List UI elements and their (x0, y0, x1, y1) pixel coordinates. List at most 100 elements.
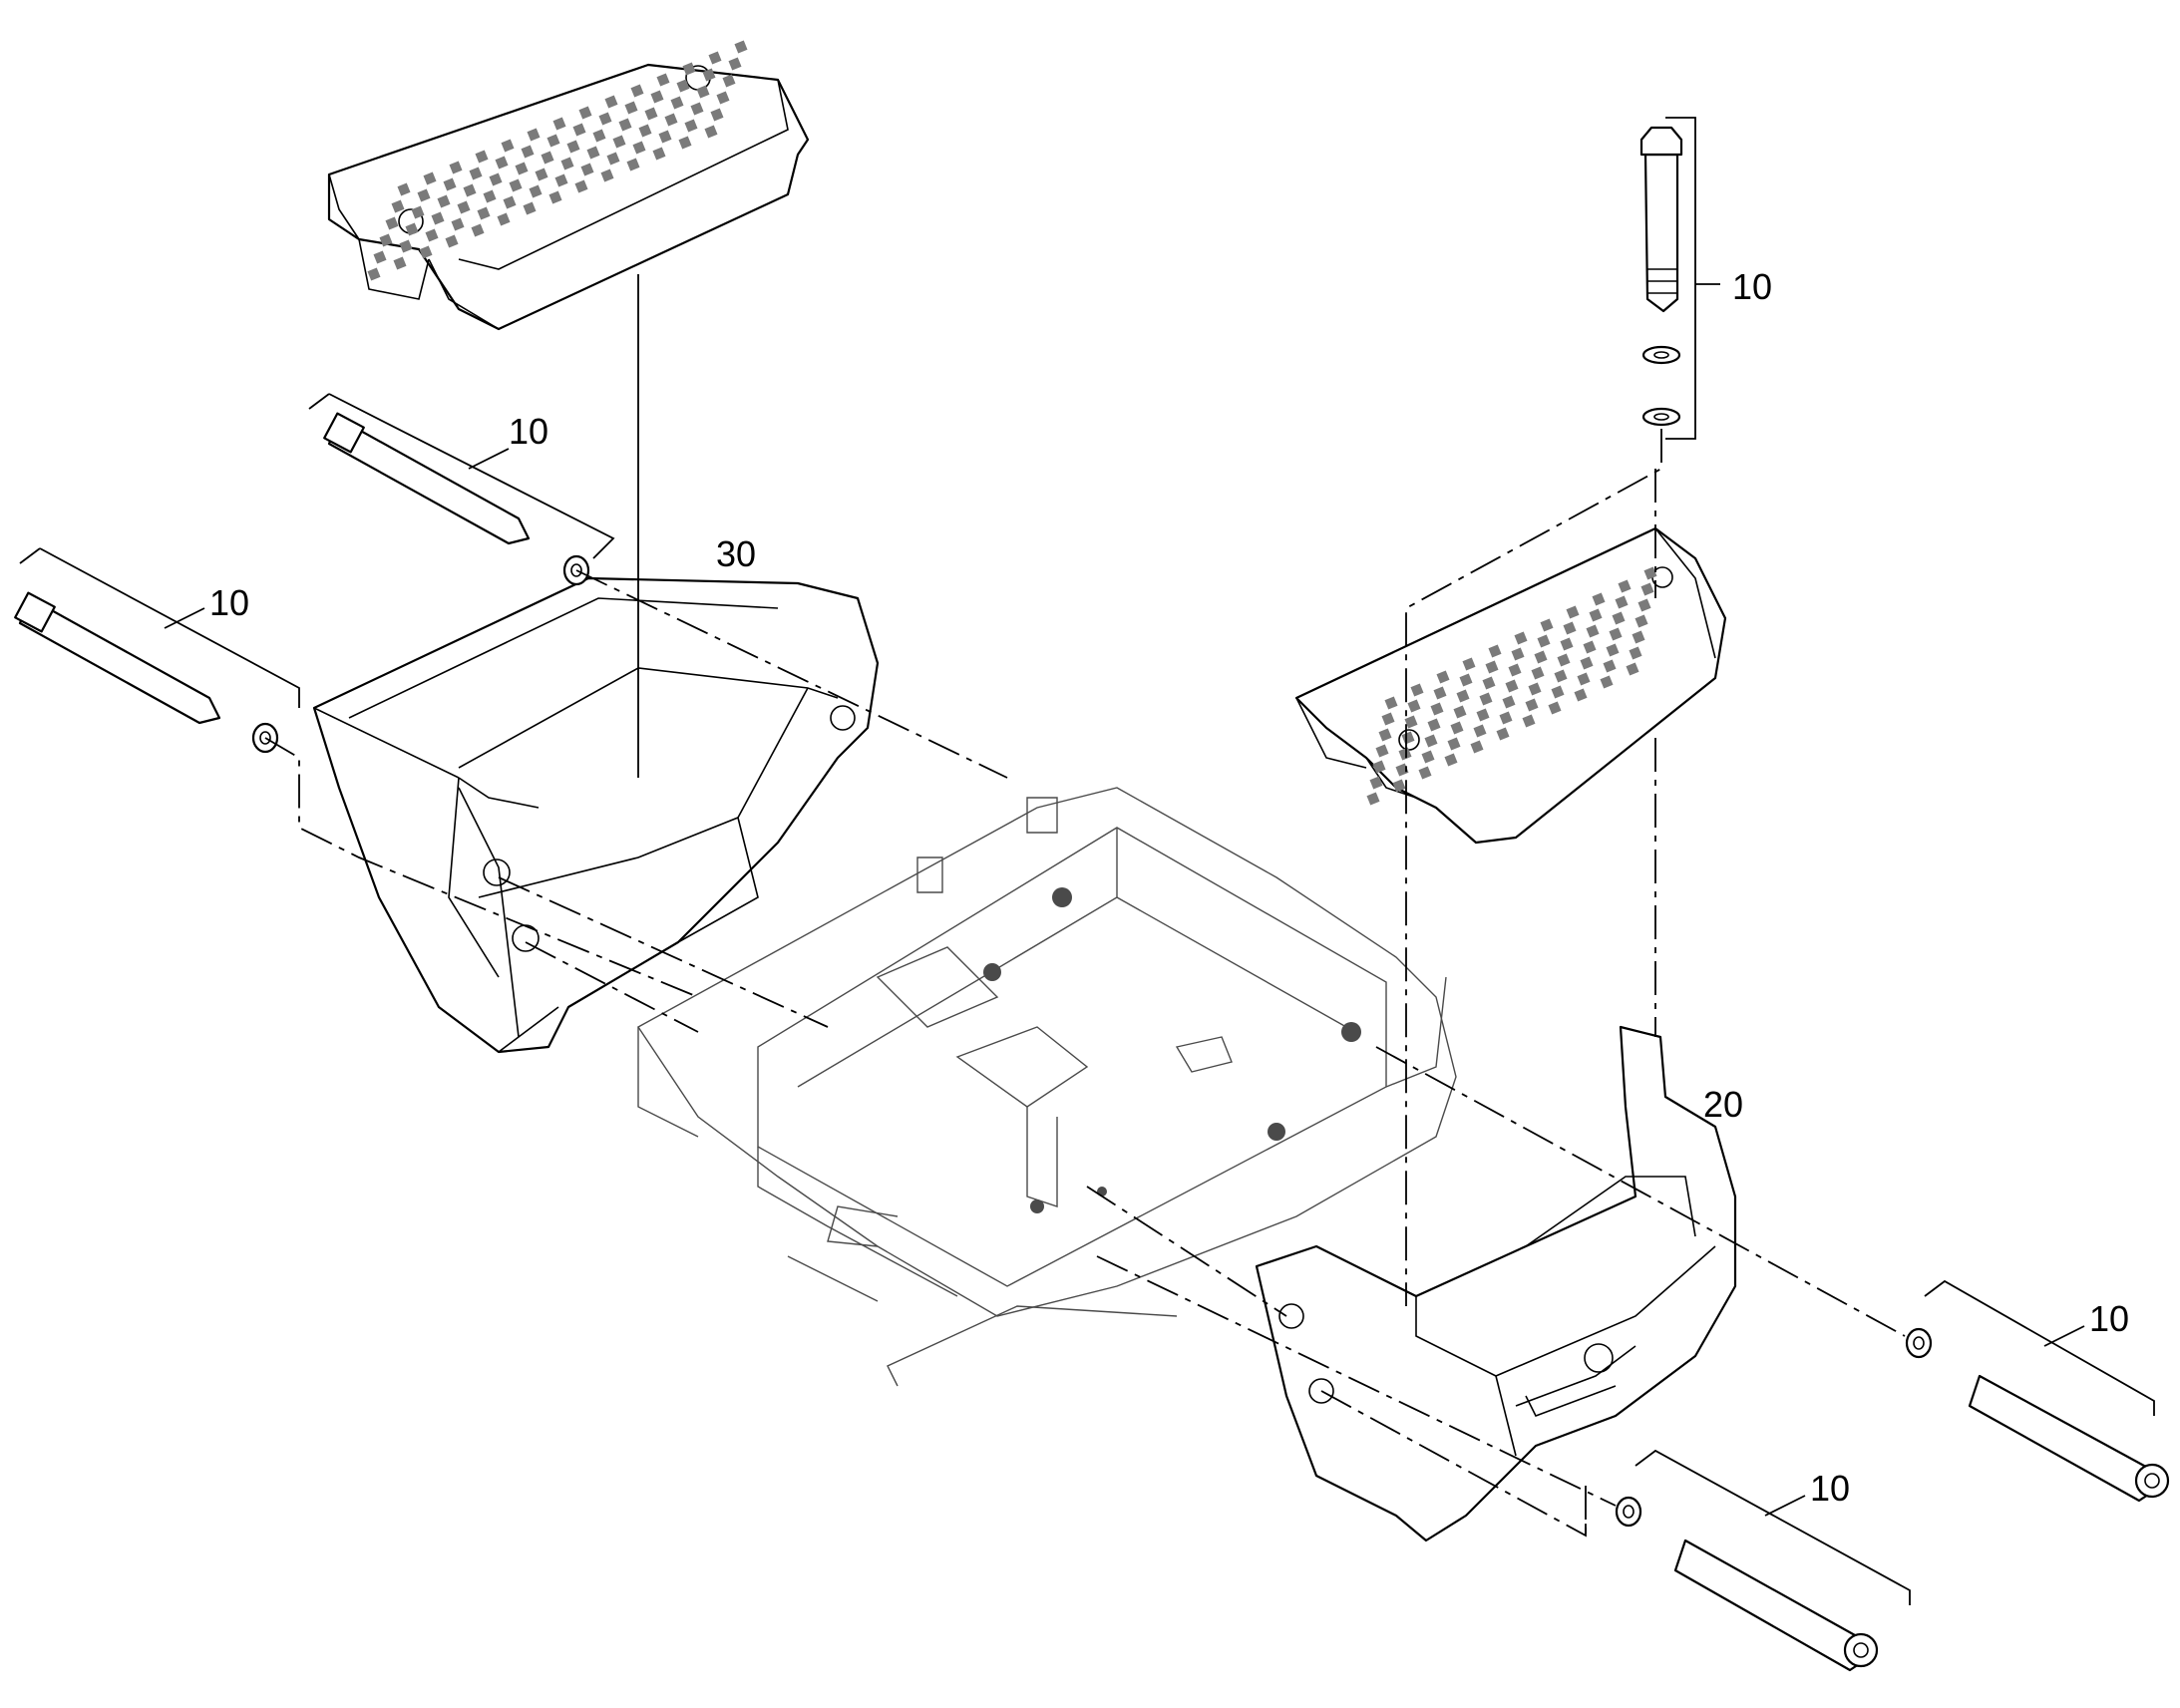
tread-dot (1537, 634, 1551, 648)
tread-dot (1577, 672, 1591, 686)
tread-dot (728, 57, 742, 71)
tread-dot (1470, 740, 1484, 754)
tread-dot (658, 130, 672, 144)
tread-dot (676, 79, 690, 93)
tread-dot (630, 84, 644, 98)
tread-dot (1643, 566, 1657, 580)
tread-dot (529, 184, 543, 198)
step-plate-right-pattern (1366, 566, 1657, 806)
tread-dot (1427, 718, 1441, 732)
tread-dot (469, 167, 483, 180)
tread-dot (1511, 647, 1525, 661)
tread-dot (405, 222, 419, 236)
tread-dot (367, 267, 381, 281)
tread-dot (541, 151, 554, 165)
tread-dot (656, 73, 670, 87)
tread-dot (457, 200, 471, 214)
tread-dot (580, 163, 594, 176)
callout-10-right-lower: 10 (1810, 1468, 1850, 1509)
tread-dot (451, 217, 465, 231)
tread-dot (578, 106, 592, 120)
tread-dot (1496, 727, 1510, 741)
leaders (19, 117, 2155, 1605)
tread-dot (1592, 592, 1606, 606)
tread-dot (1603, 659, 1617, 673)
tread-dot (1421, 750, 1435, 764)
tread-dot (373, 250, 387, 264)
callout-30: 30 (716, 533, 756, 574)
tread-dot (1430, 702, 1444, 716)
tread-dot (1640, 582, 1654, 596)
tread-dot (535, 168, 548, 181)
tread-dot (385, 216, 399, 230)
tread-dot (716, 91, 730, 105)
tread-dot (471, 223, 485, 237)
tread-dot (1612, 611, 1626, 625)
tread-dot (734, 40, 748, 54)
tread-dot (1583, 640, 1597, 654)
tread-dot (521, 145, 535, 159)
assembly-lines (264, 429, 1906, 1540)
callout-20: 20 (1703, 1084, 1743, 1125)
tread-dot (1563, 621, 1577, 635)
tread-dot (1600, 675, 1614, 689)
tread-dot (1531, 666, 1545, 680)
tread-dot (722, 74, 736, 88)
tread-dot (399, 239, 413, 253)
tread-dot (1525, 698, 1539, 712)
tread-dot (391, 199, 405, 213)
tread-dot (678, 136, 692, 150)
tread-dot (1551, 685, 1565, 699)
callout-labels: 10 10 10 30 20 10 10 (209, 266, 2129, 1509)
bolt-left-lower (14, 591, 279, 754)
tread-dot (1548, 701, 1562, 715)
tread-dot (1453, 705, 1467, 719)
tread-dot (1418, 766, 1432, 780)
tread-dot (1384, 696, 1398, 710)
tread-dot (1436, 670, 1450, 684)
tread-dot (682, 62, 696, 76)
bolt-top-right (1639, 126, 1683, 427)
tread-dot (1580, 656, 1594, 670)
tread-dot (445, 234, 459, 248)
tread-dot (632, 141, 646, 155)
tread-dot (393, 256, 407, 270)
tread-dot (1473, 724, 1487, 738)
tread-dot (1444, 753, 1458, 767)
tread-dot (523, 201, 537, 215)
tread-dot (626, 158, 640, 171)
tread-dot (598, 112, 612, 126)
tread-dot (554, 173, 568, 187)
tread-dot (477, 206, 491, 220)
tread-dot (1450, 721, 1464, 735)
tread-dot (1528, 682, 1542, 696)
tread-dot (397, 182, 411, 196)
tread-dot (606, 152, 620, 166)
tread-dot (1540, 618, 1554, 632)
tread-dot (1462, 657, 1476, 671)
callout-10-top-right: 10 (1732, 266, 1772, 307)
tread-dot (696, 85, 710, 99)
tread-dot (574, 179, 588, 193)
tread-dot (690, 102, 704, 116)
tread-dot (1606, 643, 1620, 657)
tread-dot (1410, 683, 1424, 697)
tread-dot (624, 101, 638, 115)
callout-10-right-upper: 10 (2089, 1298, 2129, 1339)
tread-dot (684, 119, 698, 133)
step-plate-left-pattern (367, 40, 748, 281)
tread-dot (1499, 711, 1513, 725)
tread-dot (1609, 627, 1623, 641)
tread-dot (1534, 650, 1548, 664)
tread-dot (708, 51, 722, 65)
tread-dot (1560, 637, 1574, 651)
tread-dot (1632, 630, 1645, 644)
tread-dot (449, 161, 463, 174)
tread-dot (664, 113, 678, 127)
tread-dot (1378, 728, 1392, 742)
tread-dot (425, 228, 439, 242)
tread-dot (1626, 662, 1639, 676)
tread-dot (1372, 760, 1386, 774)
tread-dot (1488, 644, 1502, 658)
